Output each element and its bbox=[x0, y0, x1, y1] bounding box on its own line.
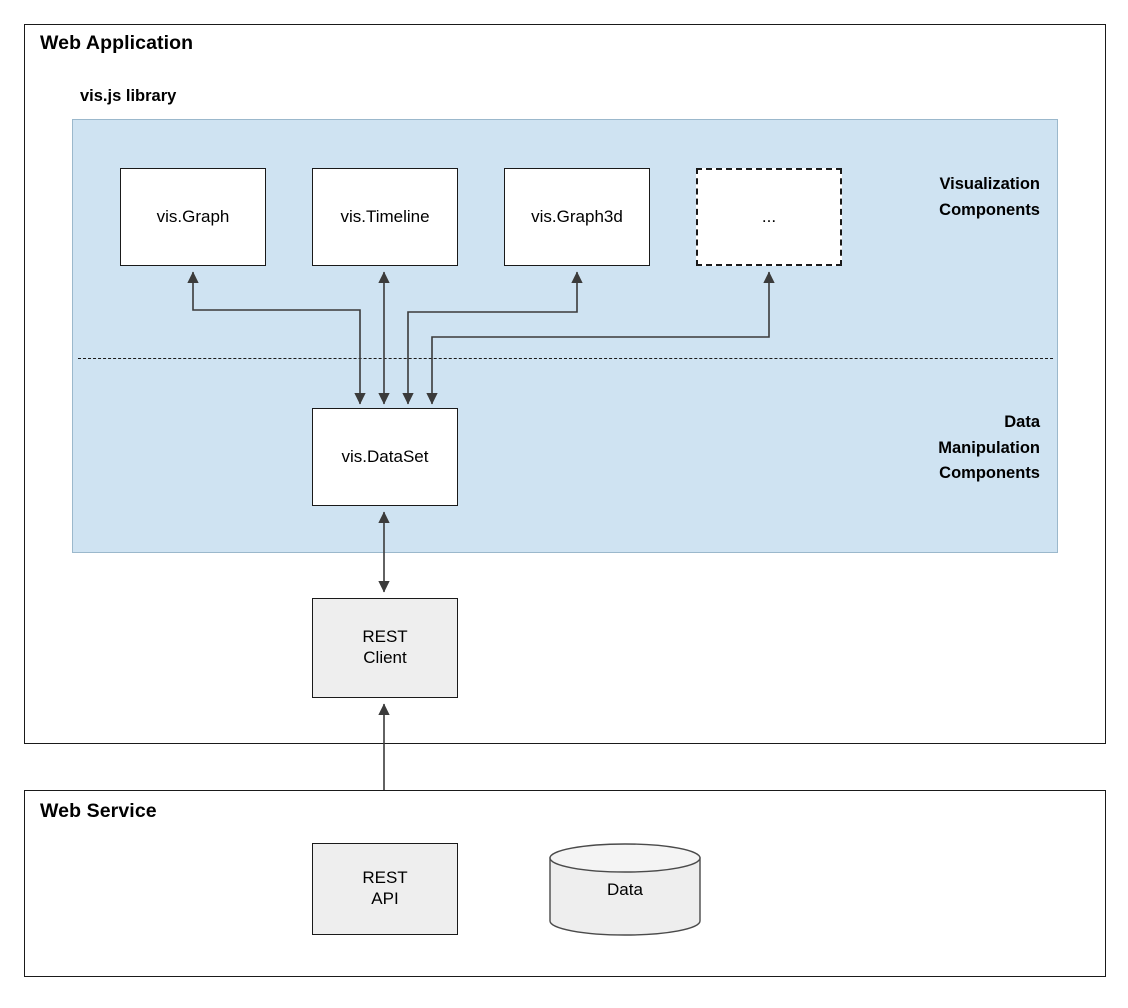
node-more-components-label: ... bbox=[761, 206, 777, 226]
node-rest-api[interactable]: REST API bbox=[312, 843, 458, 935]
visualization-components-label: Visualization Components bbox=[939, 175, 1040, 219]
node-vis-timeline-label: vis.Timeline bbox=[340, 206, 430, 226]
web-service-title: Web Service bbox=[40, 800, 157, 822]
node-data-store[interactable]: Data bbox=[549, 843, 701, 936]
web-application-title: Web Application bbox=[40, 32, 194, 54]
node-vis-graph[interactable]: vis.Graph bbox=[120, 168, 266, 266]
node-vis-dataset-label: vis.DataSet bbox=[341, 446, 429, 466]
node-vis-timeline[interactable]: vis.Timeline bbox=[312, 168, 458, 266]
database-cylinder-icon bbox=[549, 843, 701, 936]
node-rest-client-label: REST Client bbox=[362, 627, 408, 667]
node-rest-client[interactable]: REST Client bbox=[312, 598, 458, 698]
node-vis-graph3d-label: vis.Graph3d bbox=[531, 206, 623, 226]
node-vis-graph3d[interactable]: vis.Graph3d bbox=[504, 168, 650, 266]
node-more-components[interactable]: ... bbox=[696, 168, 842, 266]
node-rest-api-label: REST API bbox=[362, 868, 408, 908]
node-vis-graph-label: vis.Graph bbox=[156, 206, 230, 226]
data-manipulation-components-label: Data Manipulation Components bbox=[938, 413, 1040, 483]
layer-divider bbox=[78, 358, 1053, 359]
visjs-library-label: vis.js library bbox=[80, 87, 177, 105]
node-vis-dataset[interactable]: vis.DataSet bbox=[312, 408, 458, 506]
node-data-store-label: Data bbox=[607, 879, 643, 899]
